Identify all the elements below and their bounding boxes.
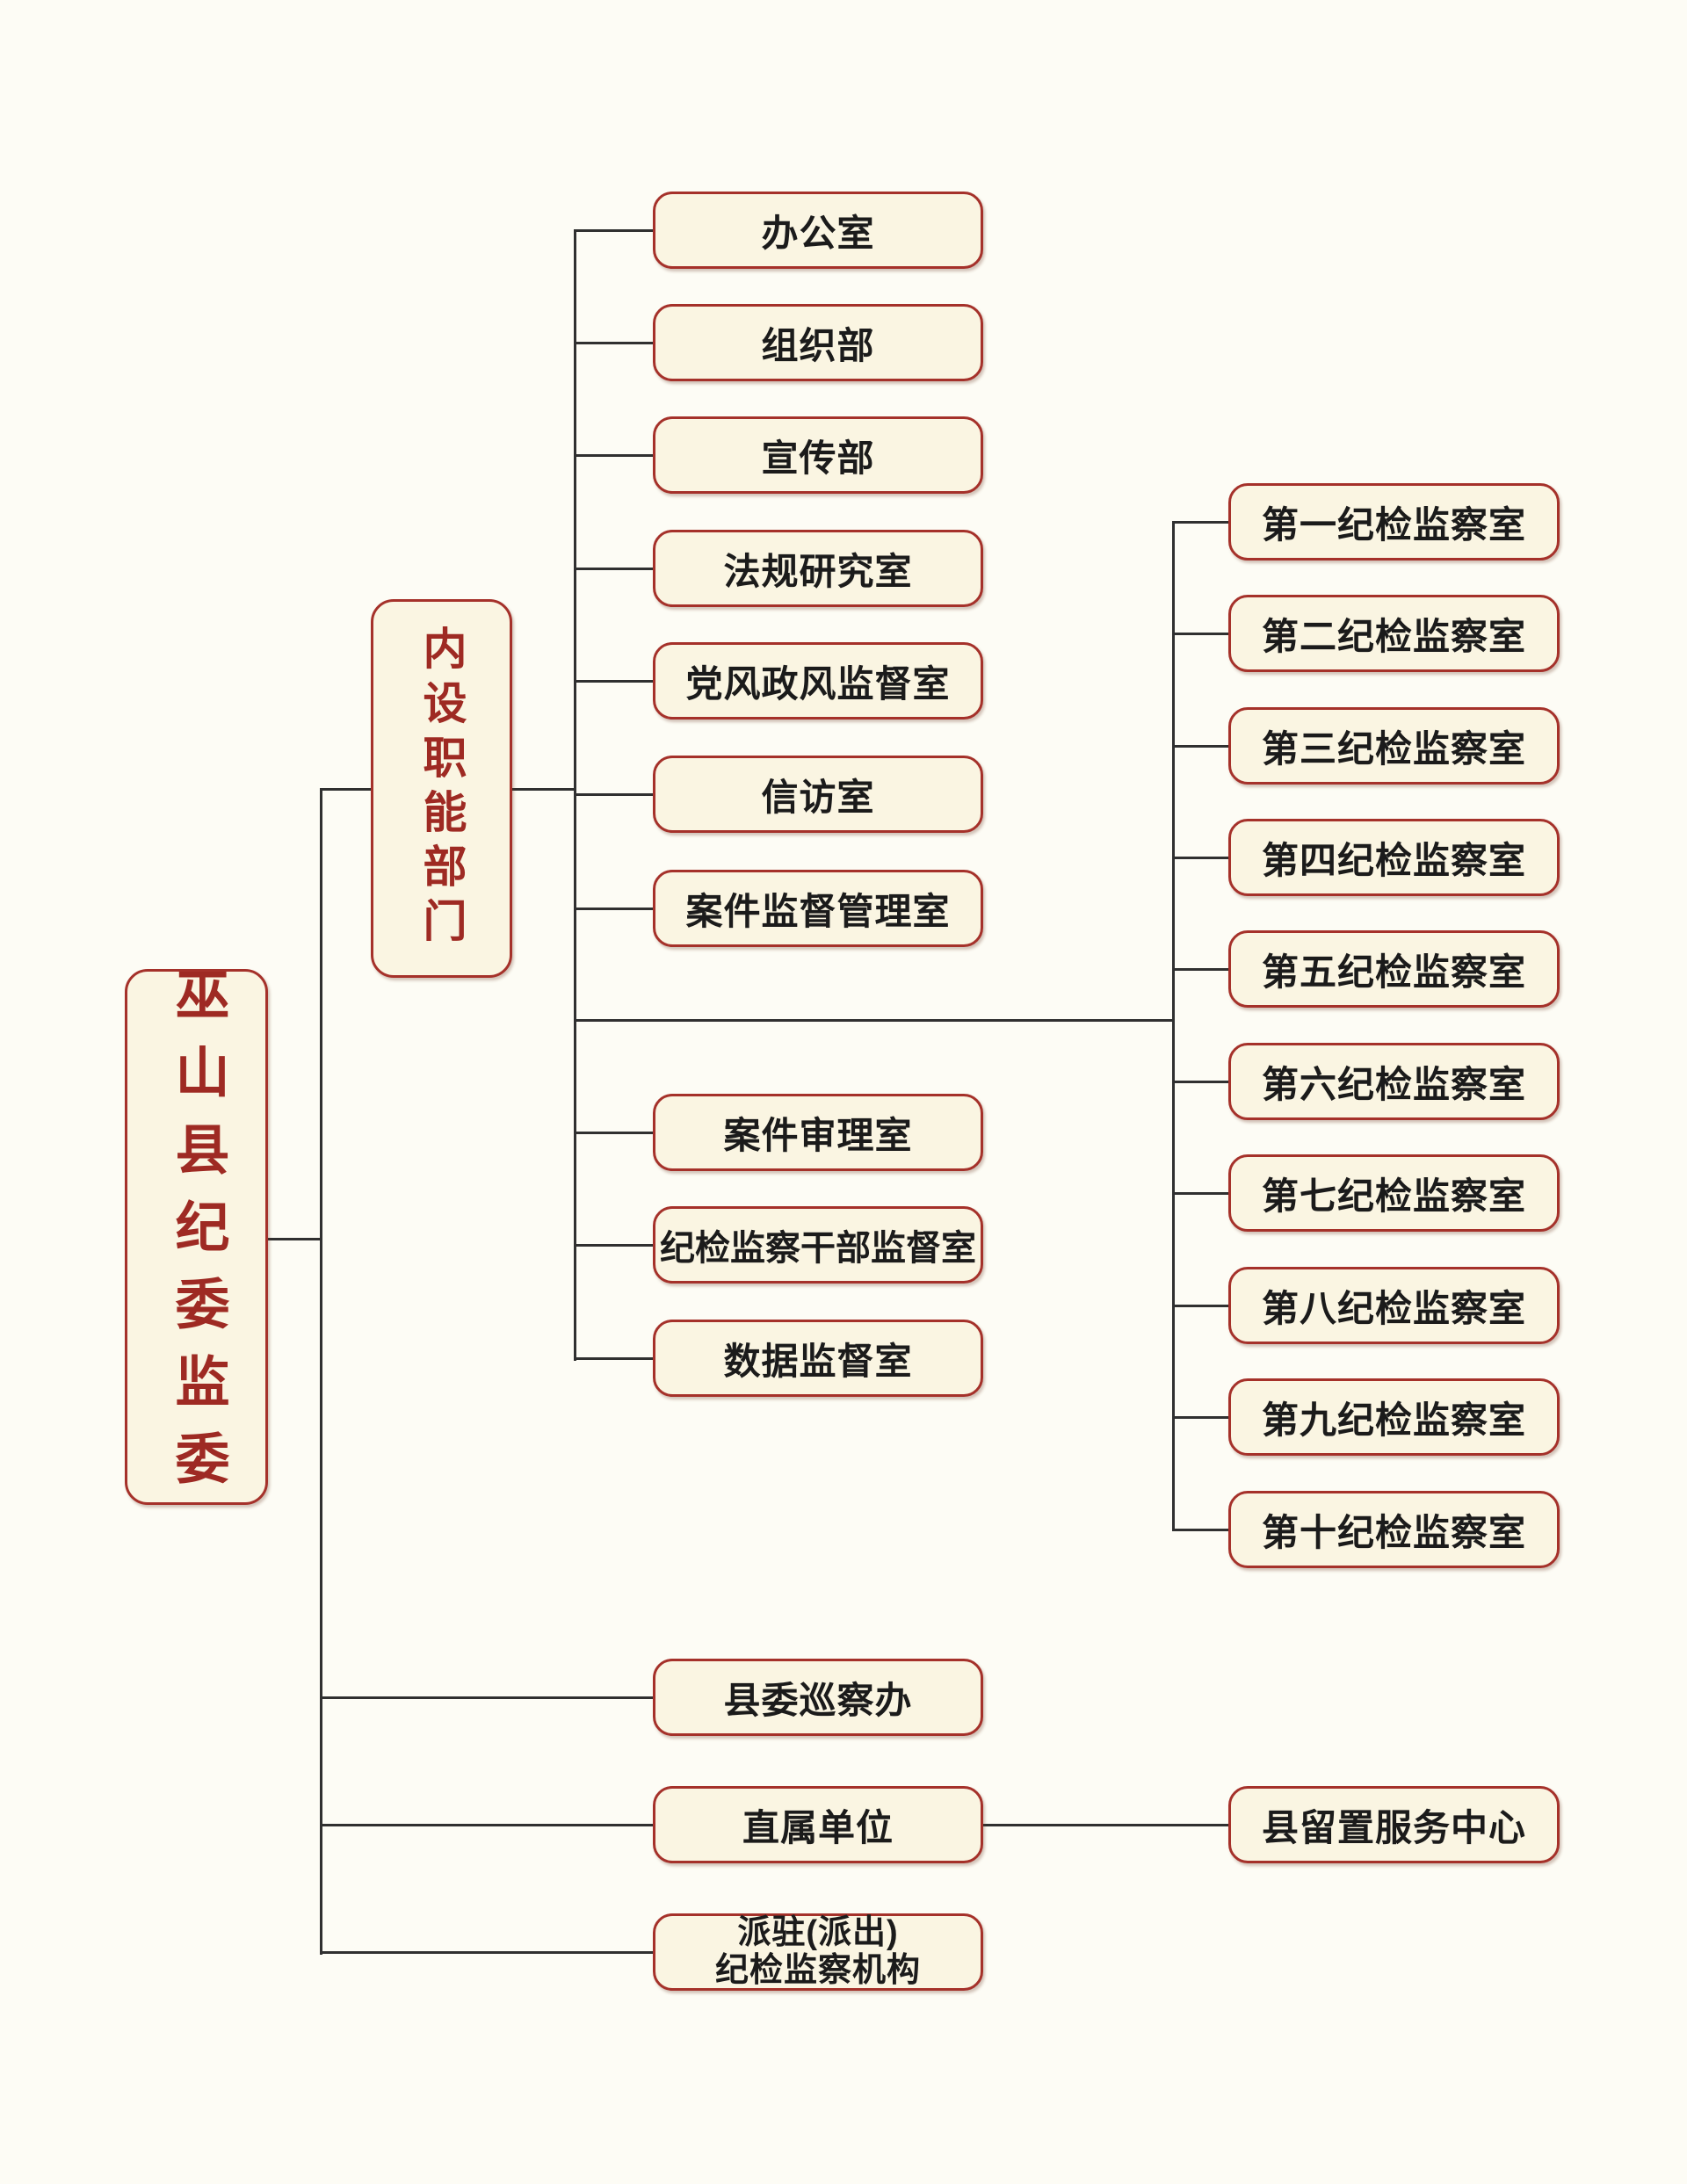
connector-root — [267, 1238, 322, 1240]
connector-dept-6 — [574, 793, 655, 796]
connector-internal-group-left — [320, 788, 373, 791]
connector-dept-7 — [574, 908, 655, 910]
node-detention-service-center: 县留置服务中心 — [1228, 1786, 1560, 1863]
connector-office-6 — [1172, 1081, 1230, 1083]
node-direct-units: 直属单位 — [653, 1786, 983, 1863]
node-internal-functions-group: 内设职能部门 — [371, 599, 512, 978]
node-general-office: 办公室 — [653, 192, 983, 269]
discipline-offices-trunk-line — [1172, 521, 1175, 1531]
node-regulations-research-office: 法规研究室 — [653, 530, 983, 607]
connector-dept-9 — [574, 1244, 655, 1247]
connector-dispatched — [320, 1951, 655, 1954]
node-case-supervision-management-office: 案件监督管理室 — [653, 870, 983, 947]
node-discipline-office-7: 第七纪检监察室 — [1228, 1154, 1560, 1232]
dispatched-agencies-label: 派驻(派出) 纪检监察机构 — [715, 1914, 921, 1989]
dispatched-agencies-line-1: 派驻(派出) — [737, 1914, 899, 1952]
node-data-supervision-office: 数据监督室 — [653, 1320, 983, 1397]
connector-internal-group-right — [512, 788, 576, 791]
node-discipline-office-3: 第三纪检监察室 — [1228, 707, 1560, 785]
node-discipline-office-1: 第一纪检监察室 — [1228, 483, 1560, 560]
node-discipline-office-8: 第八纪检监察室 — [1228, 1267, 1560, 1344]
connector-dept-1 — [574, 229, 655, 232]
connector-office-4 — [1172, 857, 1230, 859]
connector-office-10 — [1172, 1529, 1230, 1531]
node-petition-office: 信访室 — [653, 756, 983, 833]
node-county-inspection-office: 县委巡察办 — [653, 1659, 983, 1736]
connector-office-5 — [1172, 968, 1230, 971]
connector-dept-5 — [574, 680, 655, 683]
node-discipline-office-4: 第四纪检监察室 — [1228, 819, 1560, 896]
connector-office-2 — [1172, 633, 1230, 635]
node-dispatched-agencies: 派驻(派出) 纪检监察机构 — [653, 1913, 983, 1991]
connector-office-7 — [1172, 1192, 1230, 1195]
node-discipline-office-9: 第九纪检监察室 — [1228, 1378, 1560, 1456]
node-discipline-office-10: 第十纪检监察室 — [1228, 1491, 1560, 1568]
node-case-trial-office: 案件审理室 — [653, 1094, 983, 1171]
node-discipline-office-5: 第五纪检监察室 — [1228, 930, 1560, 1008]
connector-dept-10 — [574, 1357, 655, 1360]
connector-dept-2 — [574, 342, 655, 344]
connector-dept-3 — [574, 454, 655, 457]
connector-county-inspection — [320, 1696, 655, 1699]
dispatched-agencies-line-2: 纪检监察机构 — [714, 1952, 921, 1989]
connector-detention-center — [983, 1824, 1230, 1826]
node-discipline-office-6: 第六纪检监察室 — [1228, 1043, 1560, 1120]
connector-office-9 — [1172, 1416, 1230, 1419]
connector-dept-4 — [574, 568, 655, 570]
node-root: 巫山县纪委监委 — [125, 966, 268, 1508]
connector-dept-8 — [574, 1132, 655, 1134]
node-publicity-dept: 宣传部 — [653, 416, 983, 494]
connector-offices-feeder — [574, 1019, 1175, 1022]
root-trunk-line — [320, 788, 322, 1955]
node-discipline-office-2: 第二纪检监察室 — [1228, 595, 1560, 672]
connector-office-3 — [1172, 745, 1230, 748]
connector-direct-units — [320, 1824, 655, 1826]
node-cadre-supervision-office: 纪检监察干部监督室 — [653, 1206, 983, 1284]
node-party-conduct-supervision-office: 党风政风监督室 — [653, 642, 983, 720]
connector-office-8 — [1172, 1305, 1230, 1307]
connector-office-1 — [1172, 521, 1230, 524]
node-organization-dept: 组织部 — [653, 304, 983, 381]
